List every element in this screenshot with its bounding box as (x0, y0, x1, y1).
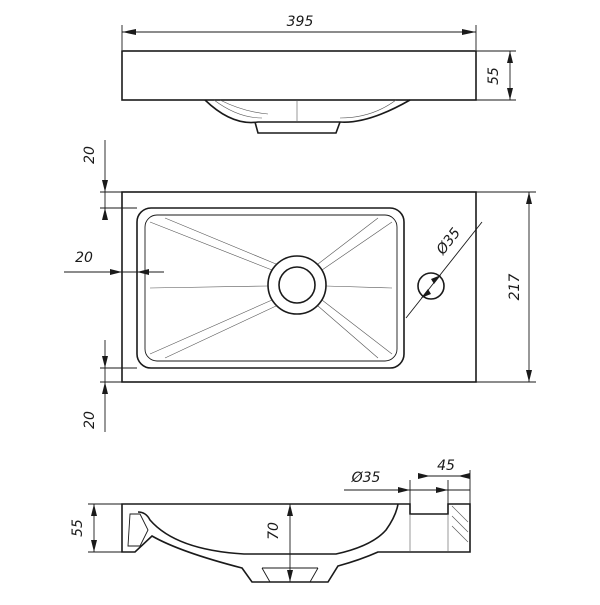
section-rim-profile (127, 513, 149, 547)
dim-bowl-depth-label: 70 (266, 522, 282, 540)
drain-outer-circle (267, 255, 327, 315)
section-hatch (409, 505, 469, 552)
front-elevation-view: 395 55 (121, 14, 516, 134)
plan-view: 20 20 20 217 Ø35 (64, 140, 536, 432)
elevation-drain (254, 121, 341, 134)
dim-tap-hole-label: Ø35 (433, 225, 464, 258)
dim-tap-offset-label: 45 (437, 458, 455, 474)
elevation-outline (121, 50, 477, 101)
section-view: 55 70 Ø35 45 (70, 458, 471, 583)
dim-line-tap-hole (405, 221, 483, 319)
tap-hole (417, 272, 445, 300)
dim-left-margin-label: 20 (75, 250, 93, 266)
dim-top-margin-label: 20 (82, 146, 98, 164)
section-bowl-inner (137, 503, 399, 555)
dim-bottom-margin-label: 20 (82, 411, 98, 429)
elevation-bowl-underside (204, 99, 411, 124)
bowl-slope-lines (149, 217, 393, 359)
plan-outline (121, 191, 477, 383)
dim-top-height-label: 55 (486, 67, 502, 85)
dim-tap-section-label: Ø35 (351, 470, 381, 486)
bowl-outer-rim (136, 207, 405, 369)
dim-section-height-label: 55 (70, 519, 86, 537)
dim-depth-label: 217 (507, 274, 523, 301)
section-outline (121, 503, 471, 583)
drain-inner-circle (278, 266, 316, 304)
bowl-inner-rim (144, 214, 398, 362)
dim-width-label: 395 (287, 14, 314, 30)
